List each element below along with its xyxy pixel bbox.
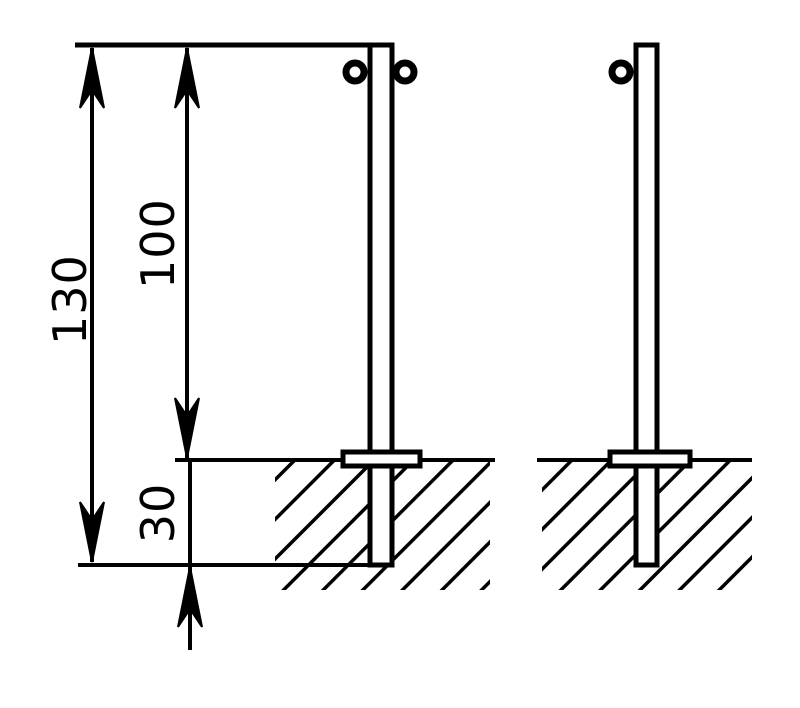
base-plate (607, 449, 693, 469)
eyelet-icon (608, 59, 634, 85)
arrow-up-icon (177, 566, 203, 628)
arrow-up-icon (174, 47, 200, 109)
post-view-left (175, 42, 495, 590)
dim-label-100: 100 (131, 198, 185, 289)
dim-label-130: 130 (43, 254, 97, 345)
eyelet-icon (342, 59, 368, 85)
base-plate (340, 449, 423, 469)
arrow-down-icon (174, 397, 200, 459)
post-body (633, 42, 660, 568)
dim-label-30: 30 (131, 482, 185, 544)
dimension-lines (75, 42, 393, 650)
eyelet-icon (392, 59, 418, 85)
post-view-right (537, 42, 752, 590)
arrow-down-icon (79, 501, 105, 563)
post-body (367, 42, 395, 568)
arrow-up-icon (79, 47, 105, 109)
